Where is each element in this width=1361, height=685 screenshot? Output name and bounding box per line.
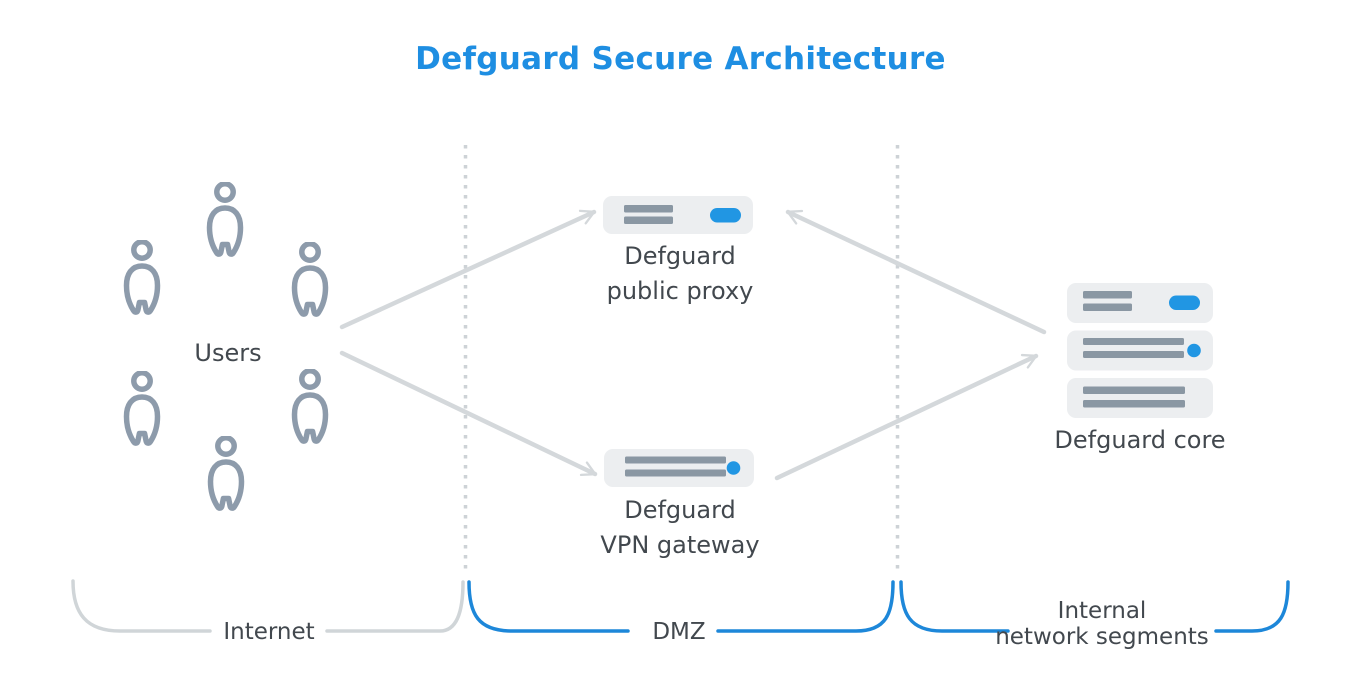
public-proxy-label-line1: Defguard bbox=[624, 242, 736, 270]
internal-zone-bracket bbox=[899, 580, 1290, 633]
internal-zone-label-line2: network segments bbox=[995, 624, 1209, 650]
public-proxy-server-icon bbox=[603, 196, 753, 234]
edge-gateway-to-core bbox=[774, 353, 1039, 481]
internet-zone-label: Internet bbox=[223, 619, 315, 645]
internal-zone-label-line1: Internal bbox=[1057, 598, 1147, 624]
public-proxy-label: Defguard public proxy bbox=[560, 239, 800, 309]
dmz-zone-label: DMZ bbox=[652, 619, 706, 645]
vpn-gateway-label-line1: Defguard bbox=[624, 496, 736, 524]
core-server-stack-icon bbox=[1067, 283, 1213, 418]
core-label: Defguard core bbox=[1054, 426, 1226, 454]
users-label: Users bbox=[194, 339, 262, 367]
vpn-gateway-server-icon bbox=[604, 449, 754, 487]
dmz-zone-bracket bbox=[467, 580, 895, 633]
edge-users-to-proxy bbox=[339, 209, 597, 330]
user-icon bbox=[127, 242, 158, 312]
user-icon bbox=[295, 244, 326, 314]
user-icon bbox=[127, 373, 158, 443]
public-proxy-label-line2: public proxy bbox=[606, 277, 754, 305]
edge-users-to-gateway bbox=[339, 350, 598, 477]
vpn-gateway-label: Defguard VPN gateway bbox=[560, 493, 800, 563]
user-icon bbox=[210, 184, 241, 254]
user-icon bbox=[295, 371, 326, 441]
user-icon bbox=[211, 438, 242, 508]
internal-zone-label: Internal network segments bbox=[982, 598, 1222, 650]
vpn-gateway-label-line2: VPN gateway bbox=[600, 531, 760, 559]
diagram-title: Defguard Secure Architecture bbox=[415, 41, 946, 77]
internet-zone-bracket bbox=[71, 579, 465, 633]
edge-core-to-proxy bbox=[785, 209, 1047, 335]
